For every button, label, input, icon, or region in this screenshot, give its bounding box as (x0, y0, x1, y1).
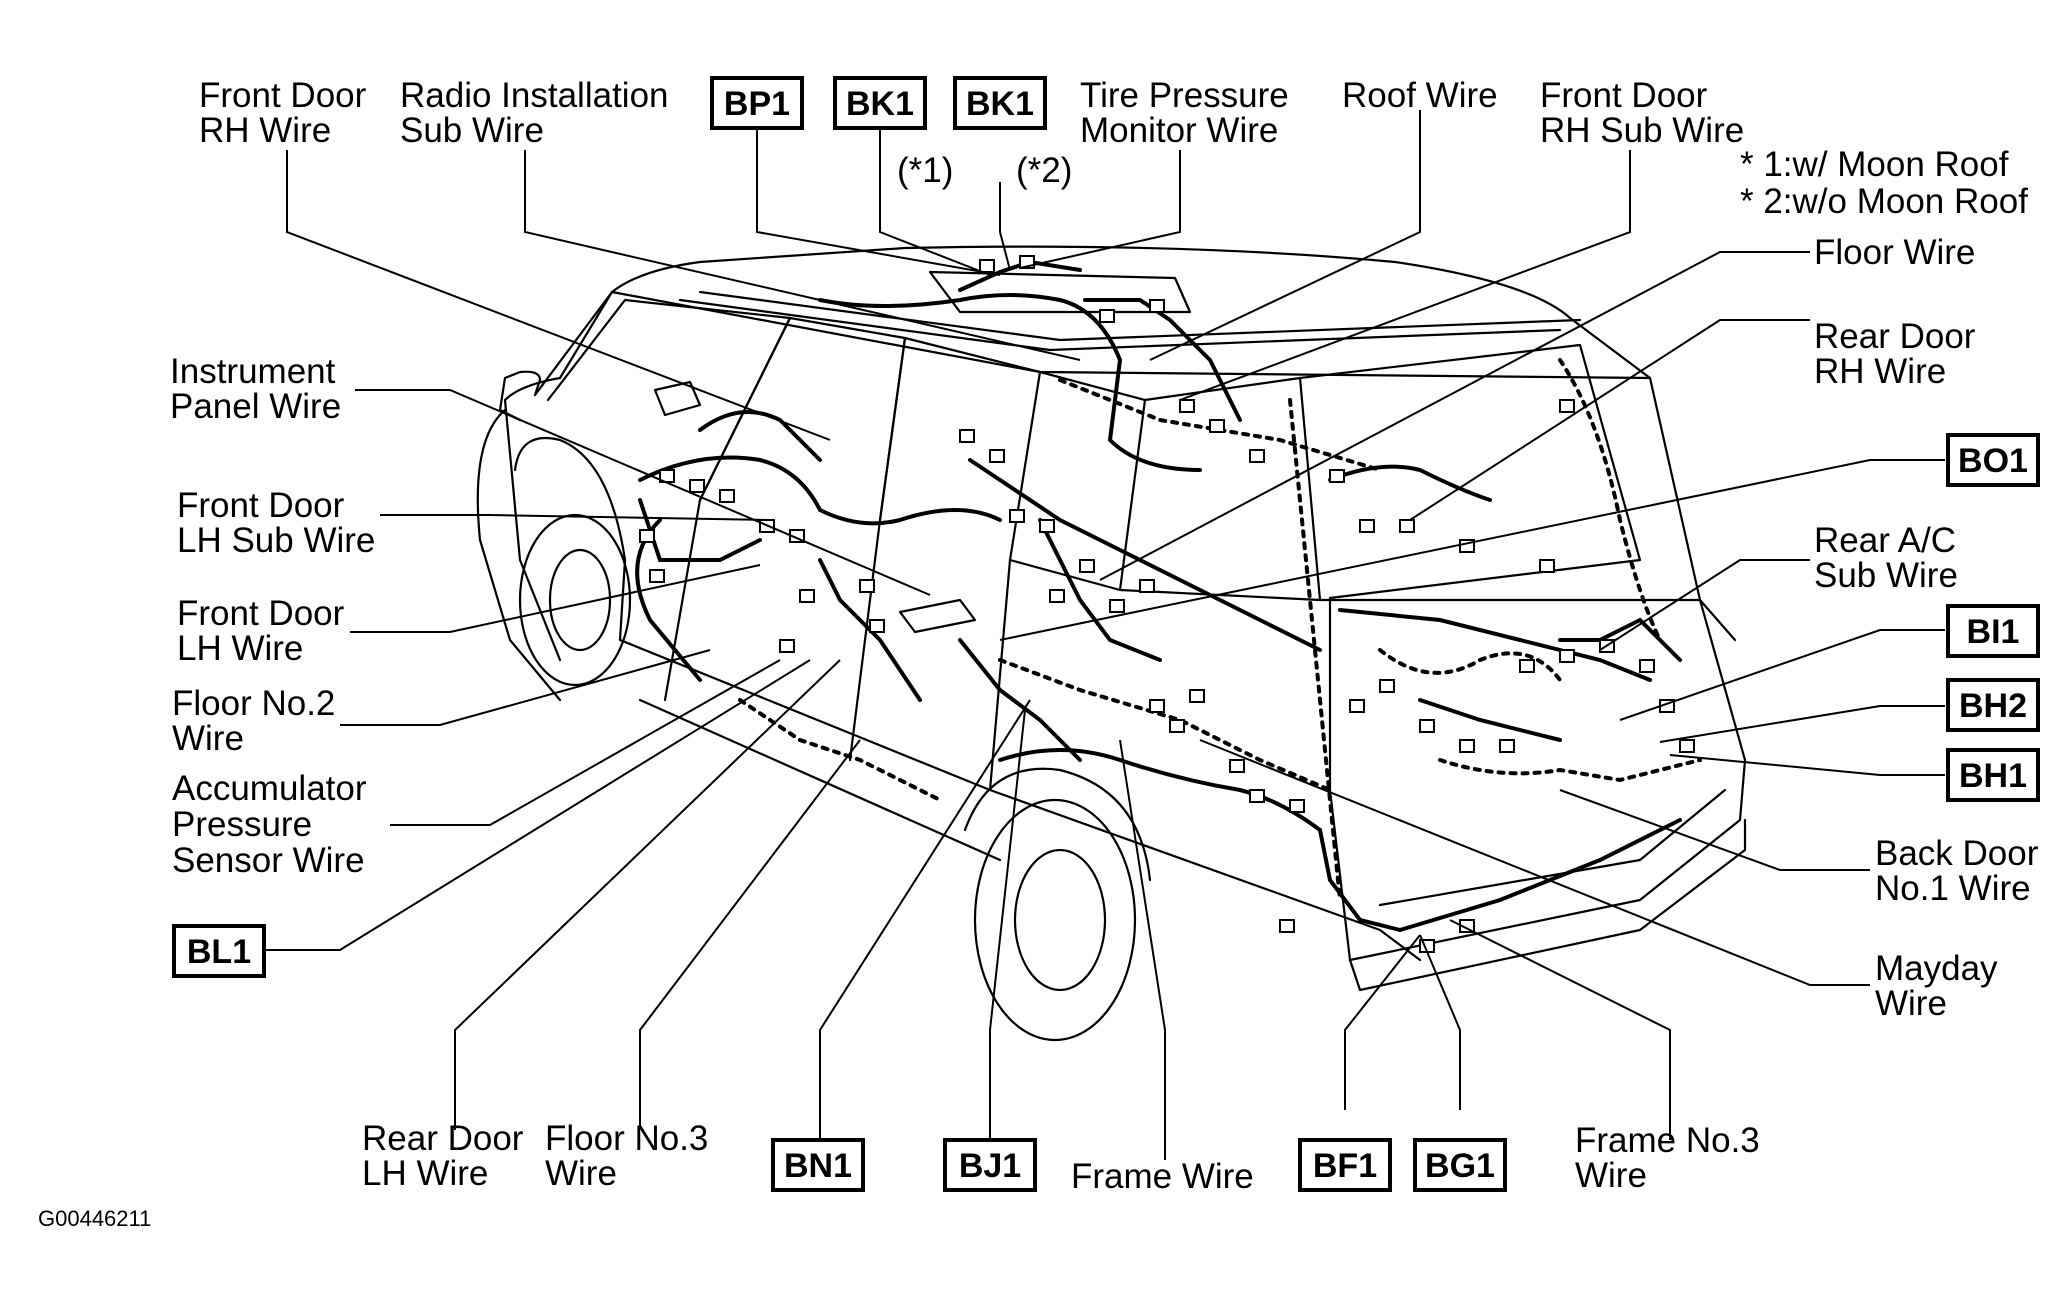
label-tire-pressure-monitor-wire: Tire Pressure Monitor Wire (1080, 76, 1299, 150)
label-mayday-wire: Mayday Wire (1875, 949, 2007, 1023)
label-rear-ac-sub-wire: Rear A/C Sub Wire (1814, 521, 1966, 595)
code-box-bn1: BN1 (771, 1138, 865, 1192)
svg-text:BK1: BK1 (966, 85, 1034, 123)
svg-text:BG1: BG1 (1425, 1147, 1495, 1185)
svg-text:BK1: BK1 (846, 85, 914, 123)
code-box-bj1: BJ1 (943, 1138, 1037, 1192)
code-box-bp1: BP1 (710, 76, 804, 130)
figure-id: G00446211 (38, 1206, 151, 1231)
label-accumulator-pressure-sensor-wire: Accumulator Pressure Sensor Wire (172, 769, 376, 880)
leader-lines (255, 110, 1945, 1160)
svg-text:BN1: BN1 (784, 1147, 852, 1185)
code-box-bo1: BO1 (1946, 433, 2040, 487)
code-box-bl1: BL1 (172, 924, 266, 978)
label-rear-door-lh-wire: Rear Door LH Wire (362, 1119, 533, 1193)
svg-text:BI1: BI1 (1967, 613, 2020, 651)
label-front-door-lh-sub-wire: Front Door LH Sub Wire (177, 486, 375, 560)
label-back-door-no1-wire: Back Door No.1 Wire (1875, 834, 2048, 908)
code-box-bf1: BF1 (1298, 1138, 1392, 1192)
svg-text:BP1: BP1 (724, 85, 790, 123)
svg-text:BL1: BL1 (187, 933, 251, 971)
svg-text:BH1: BH1 (1959, 757, 2027, 795)
svg-text:BH2: BH2 (1959, 687, 2027, 725)
connector-code-boxes: BP1 BK1 BK1 BO1 BI1 BH2 BH1 BL1 (172, 76, 2040, 1192)
svg-text:BO1: BO1 (1958, 442, 2028, 480)
label-rear-door-rh-wire: Rear Door RH Wire (1814, 317, 1985, 391)
label-front-door-lh-wire: Front Door LH Wire (177, 594, 354, 668)
code-box-bh2: BH2 (1946, 678, 2040, 732)
code-box-bk1-moon-roof: BK1 (833, 76, 927, 130)
harness-connectors (639, 255, 1695, 953)
wire-harnesses (635, 259, 1702, 932)
code-box-bg1: BG1 (1413, 1138, 1507, 1192)
footnote-ref-2: (*2) (1016, 151, 1072, 190)
label-front-door-rh-wire: Front Door RH Wire (199, 76, 376, 150)
label-radio-installation-sub-wire: Radio Installation Sub Wire (400, 76, 678, 150)
code-box-bk1-no-moon-roof: BK1 (953, 76, 1047, 130)
svg-text:BJ1: BJ1 (959, 1147, 1021, 1185)
label-floor-wire: Floor Wire (1814, 233, 1975, 272)
code-box-bi1: BI1 (1946, 604, 2040, 658)
label-floor-no3-wire: Floor No.3 Wire (545, 1119, 718, 1193)
label-frame-no3-wire: Frame No.3 Wire (1575, 1121, 1770, 1195)
svg-text:BF1: BF1 (1313, 1147, 1377, 1185)
note-moon-roof-2: * 2:w/o Moon Roof (1740, 182, 2028, 221)
wire-labels: Front Door RH Wire Radio Installation Su… (38, 76, 2048, 1231)
label-instrument-panel-wire: Instrument Panel Wire (170, 352, 345, 426)
label-floor-no2-wire: Floor No.2 Wire (172, 684, 345, 758)
label-frame-wire: Frame Wire (1071, 1157, 1254, 1196)
label-roof-wire: Roof Wire (1342, 76, 1498, 115)
code-box-bh1: BH1 (1946, 748, 2040, 802)
note-moon-roof-1: * 1:w/ Moon Roof (1740, 145, 2009, 184)
label-front-door-rh-sub-wire: Front Door RH Sub Wire (1540, 76, 1744, 150)
footnote-ref-1: (*1) (897, 151, 953, 190)
